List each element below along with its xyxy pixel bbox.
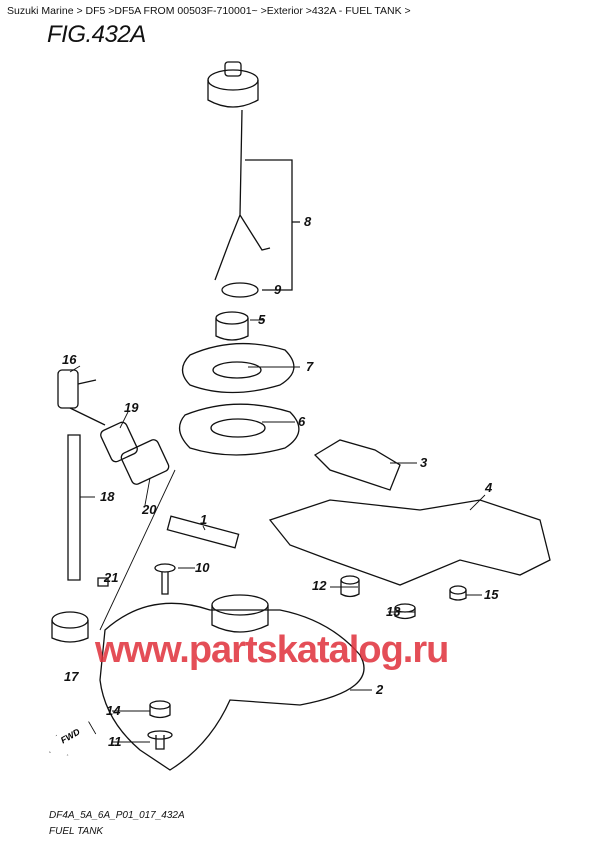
callout-15[interactable]: 15 [484,587,499,602]
part-9-seal [221,282,259,298]
callout-7[interactable]: 7 [306,359,314,374]
callout-11[interactable]: 11 [108,734,122,749]
part-20-clip [120,439,170,485]
callout-21[interactable]: 21 [104,570,119,585]
callout-4[interactable]: 4 [485,480,493,495]
callout-5[interactable]: 5 [258,312,266,327]
part-19-hose [100,421,138,463]
part-21-screw [97,577,109,587]
part-1-pad [166,515,240,549]
part-6-hole [210,418,266,438]
callout-12[interactable]: 12 [312,578,327,593]
fuel-cap [207,61,259,108]
part-14-grommet [149,700,171,719]
part-11-collar [147,730,173,750]
leader-lines-8-9 [245,159,300,291]
callout-1[interactable]: 1 [200,512,208,527]
callout-6[interactable]: 6 [298,414,306,429]
callout-20[interactable]: 20 [142,502,157,517]
part-6-gasket [178,403,300,456]
part-12-grommet [340,575,360,598]
cap-tether [214,109,271,281]
part-5-filter [215,311,249,341]
footer-name: FUEL TANK [49,826,104,837]
part-7-hole [212,361,262,379]
part-7-gasket [181,342,295,394]
watermark: www.partskatalog.ru [95,629,449,671]
callout-14[interactable]: 14 [106,703,121,718]
figure-title: FIG.432A [47,21,146,48]
callout-18[interactable]: 18 [100,489,115,504]
part-15-bolt [449,585,467,601]
part-18-strap [67,434,81,581]
part-2-fuel-tank [99,602,365,771]
part-17-knob [51,611,89,643]
part-16-fuel-cock [57,369,106,426]
callout-19[interactable]: 19 [124,400,139,415]
part-10-screw [154,563,176,595]
callout-3[interactable]: 3 [420,455,428,470]
callout-9[interactable]: 9 [274,282,282,297]
callout-8[interactable]: 8 [304,214,312,229]
callout-10[interactable]: 10 [195,560,210,575]
callout-13[interactable]: 13 [386,604,401,619]
breadcrumb[interactable]: Suzuki Marine > DF5 >DF5A FROM 00503F-71… [7,5,411,17]
callout-2[interactable]: 2 [376,682,384,697]
leader-lines [69,319,486,743]
part-3-bracket [313,439,401,491]
tank-filler-neck [211,594,269,633]
callout-16[interactable]: 16 [62,352,77,367]
footer-code: DF4A_5A_6A_P01_017_432A [49,810,185,821]
callout-17[interactable]: 17 [64,669,79,684]
part-4-bracket [268,499,551,586]
